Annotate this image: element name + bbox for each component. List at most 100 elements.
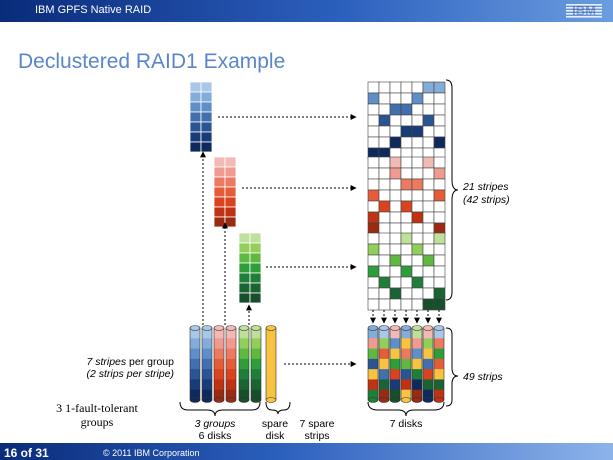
disk-cylinder — [189, 325, 201, 403]
declustered-disk-segment — [423, 369, 433, 380]
disk-cylinder-segment — [214, 348, 224, 360]
disk-cylinder-top — [250, 325, 262, 331]
group-green-strip — [249, 262, 262, 274]
declustered-disk-segment — [368, 389, 378, 401]
declustered-disk-segment — [434, 389, 444, 401]
declustered-disk-segment — [379, 358, 389, 370]
grid-green-cell — [378, 265, 391, 278]
label-3-groups: 3 groups — [195, 418, 237, 430]
grid-red-cell — [411, 200, 424, 213]
grid-green-cell — [433, 254, 446, 267]
declustered-disk-segment — [412, 369, 422, 380]
grid-red-cell — [411, 189, 424, 202]
group-red-strip — [224, 206, 237, 218]
disk-cylinder-segment — [251, 369, 261, 380]
disk-cylinder — [225, 325, 237, 403]
disk-cylinder-segment — [214, 328, 224, 339]
grid-red-cell — [411, 222, 424, 235]
disk-cylinder-segment — [266, 358, 276, 370]
grid-blue-cell — [378, 92, 391, 105]
disk-cylinder-top — [189, 325, 201, 331]
declustered-disk-segment — [401, 379, 411, 391]
grid-green-cell — [433, 287, 446, 300]
group-red-strip — [224, 216, 237, 228]
group-red-strip — [213, 216, 226, 228]
grid-red-cell — [400, 200, 413, 213]
disk-cylinder-segment — [202, 348, 212, 360]
grid-red-cell — [433, 156, 446, 169]
grid-green-cell — [422, 265, 435, 278]
grid-green-cell — [433, 265, 446, 278]
grid-blue-cell — [400, 114, 413, 127]
group-blue-strip — [189, 131, 202, 143]
group-blue-strip — [189, 101, 202, 113]
group-red-strip — [224, 166, 237, 178]
group-blocks — [189, 81, 262, 304]
group-red-strip — [224, 156, 237, 168]
grid-green-cell — [367, 298, 380, 311]
declustered-disk-segment — [401, 369, 411, 380]
grid-red-cell — [389, 200, 402, 213]
disk-cylinder-segment — [202, 358, 212, 370]
grid-blue-cell — [400, 81, 413, 94]
label-spare: spare — [262, 418, 288, 430]
header-title: IBM GPFS Native RAID — [35, 4, 152, 16]
declustered-disk — [422, 325, 434, 403]
grid-red-cell — [400, 211, 413, 224]
grid-blue-cell — [433, 92, 446, 105]
horizontal-arrows — [218, 114, 357, 367]
declustered-disk-segment — [423, 328, 433, 339]
disk-cylinder-segment — [214, 338, 224, 350]
disk-cylinder-segment — [226, 389, 236, 401]
declustered-disk-segment — [434, 358, 444, 370]
ibm-logo: IBM — [566, 3, 602, 18]
disk-cylinder-top — [238, 325, 250, 331]
grid-green-cell — [422, 243, 435, 256]
grid-red-cell — [411, 167, 424, 180]
declustered-disk-segment — [423, 338, 433, 350]
declustered-disk-segment — [368, 369, 378, 380]
group-red-strip — [213, 156, 226, 168]
grid-blue-cell — [400, 125, 413, 138]
disk-cylinder-top — [213, 325, 225, 331]
disk-cylinder-bottom — [189, 397, 201, 403]
disk-cylinder-segment — [239, 379, 249, 391]
grid-green-cell — [400, 265, 413, 278]
declustered-disk-segment — [368, 379, 378, 391]
declustered-disk-segment — [412, 338, 422, 350]
declustered-disk-top — [433, 325, 445, 331]
grid-green-cell — [378, 243, 391, 256]
bracket-groups — [179, 401, 261, 417]
declustered-disk-segment — [368, 338, 378, 350]
disk-cylinder-bottom — [250, 397, 262, 403]
disk-cylinder-segment — [239, 369, 249, 380]
disk-cylinder-segment — [190, 389, 200, 401]
declustered-disk — [411, 325, 423, 403]
grid-green-cell — [433, 298, 446, 311]
declustered-disk-segment — [423, 389, 433, 401]
declustered-disk-segment — [390, 358, 400, 370]
declustered-disk-segment — [401, 338, 411, 350]
grid-green-cell — [400, 298, 413, 311]
grid-green-cell — [378, 298, 391, 311]
grid-blue-cell — [411, 136, 424, 149]
grid-blue-cell — [411, 114, 424, 127]
grid-red-cell — [433, 222, 446, 235]
disk-cylinder-bottom — [265, 397, 277, 403]
grid-red-cell — [367, 167, 380, 180]
grid-green-cell — [367, 232, 380, 245]
disk-cylinder-segment — [251, 348, 261, 360]
grid-green-cell — [389, 243, 402, 256]
declustered-disk-top — [400, 325, 412, 331]
grid-red-cell — [378, 167, 391, 180]
disk-cylinder-segment — [202, 338, 212, 350]
grid-red-cell — [411, 178, 424, 191]
declustered-grids — [367, 81, 446, 311]
grid-red-cell — [433, 178, 446, 191]
disk-cylinder-segment — [251, 338, 261, 350]
declustered-disk-segment — [401, 348, 411, 360]
declustered-disk-segment — [390, 389, 400, 401]
grid-blue-cell — [378, 114, 391, 127]
grid-blue-cell — [389, 136, 402, 149]
grid-red-cell — [400, 156, 413, 169]
